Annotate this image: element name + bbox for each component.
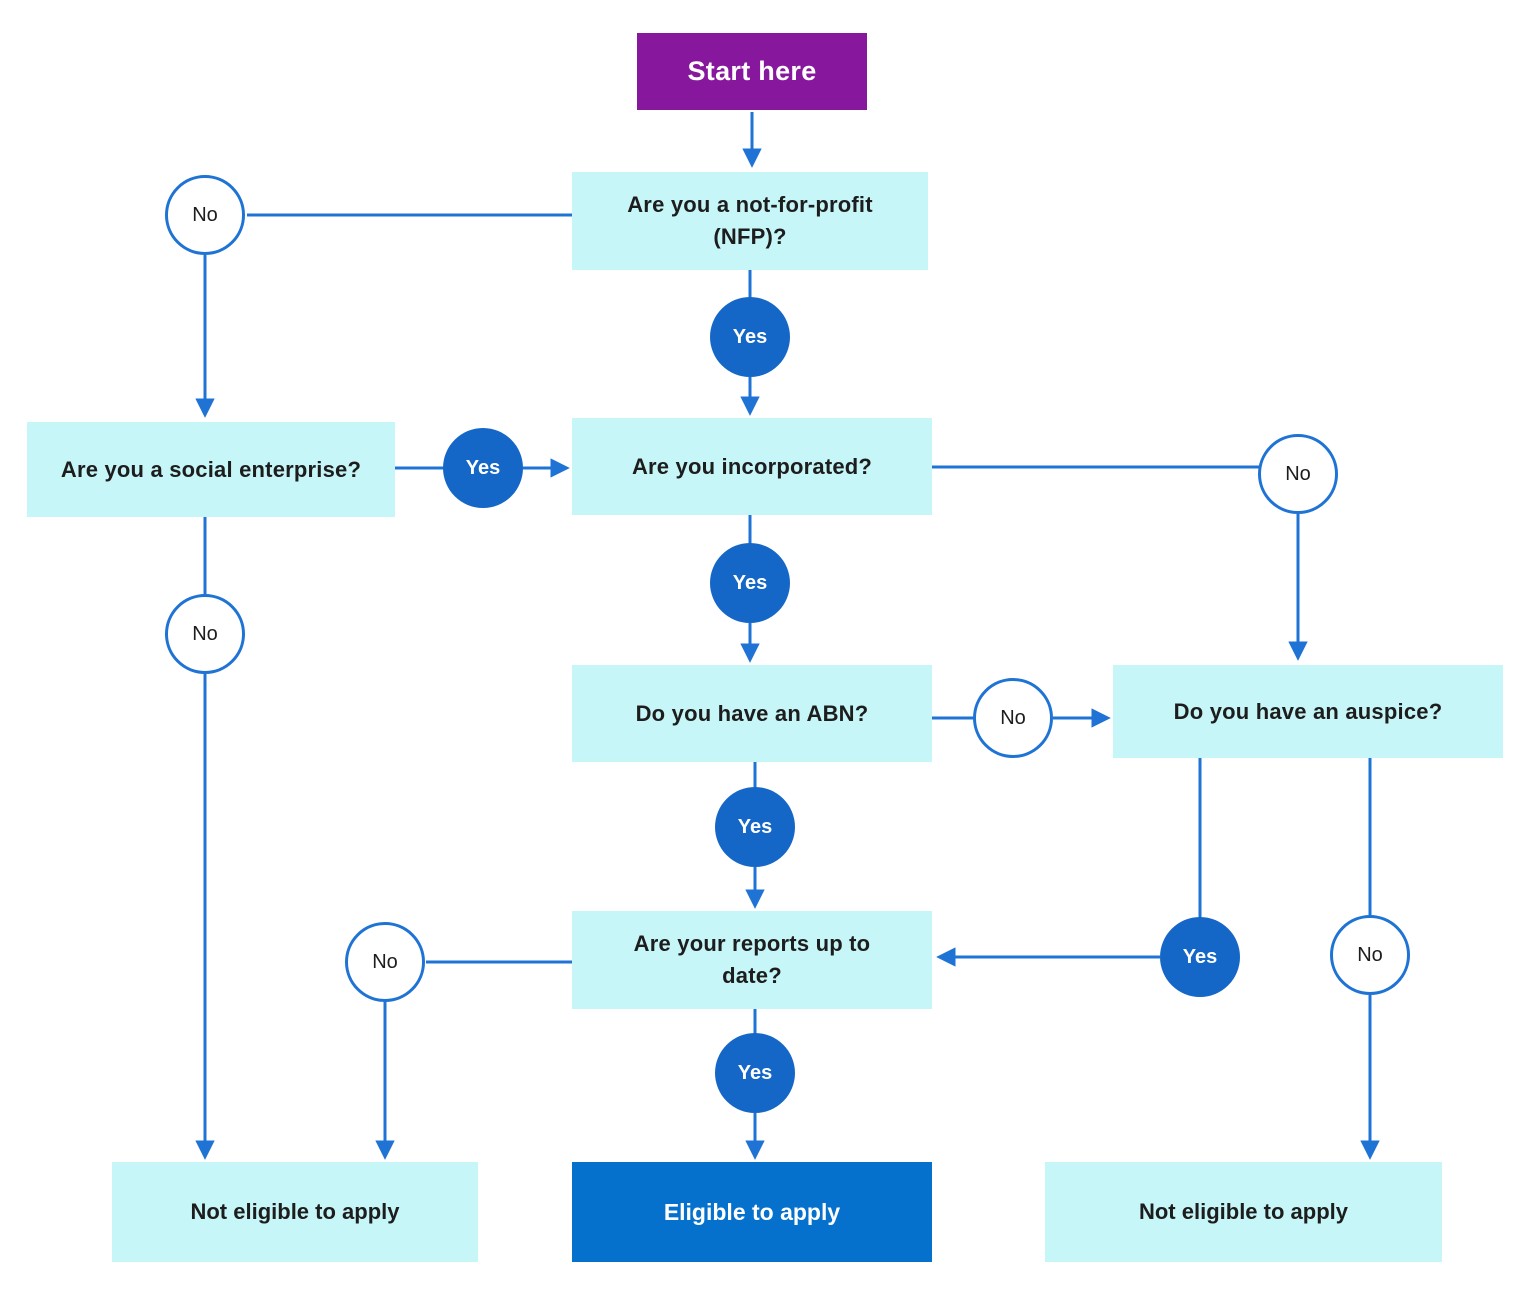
node-label: Are your reports up to date?: [633, 931, 871, 988]
decision-label: No: [1357, 943, 1383, 966]
decision-label: No: [1285, 462, 1311, 485]
node-not-eligible-right: Not eligible to apply: [1045, 1162, 1442, 1262]
node-label: Do you have an auspice?: [1173, 698, 1443, 724]
node-reports-question: Are your reports up to date?: [572, 911, 932, 1009]
node-not-eligible-left: Not eligible to apply: [112, 1162, 478, 1262]
decision-label: Yes: [465, 456, 501, 479]
node-start-here: Start here: [637, 33, 867, 110]
reports-yes-circle: Yes: [715, 1033, 795, 1113]
decision-label: Yes: [732, 571, 768, 594]
node-label: Not eligible to apply: [1138, 1199, 1348, 1224]
decision-label: No: [1000, 706, 1026, 729]
node-auspice-question: Do you have an auspice?: [1113, 665, 1503, 758]
incorporated-no-circle: No: [1258, 434, 1338, 514]
incorporated-yes-circle: Yes: [710, 543, 790, 623]
decision-label: No: [372, 950, 398, 973]
reports-no-circle: No: [345, 922, 425, 1002]
decision-label: Yes: [732, 325, 768, 348]
decision-label: Yes: [737, 815, 773, 838]
nfp-no-circle: No: [165, 175, 245, 255]
decision-label: No: [192, 622, 218, 645]
node-abn-question: Do you have an ABN?: [572, 665, 932, 762]
social-no-circle: No: [165, 594, 245, 674]
abn-no-circle: No: [973, 678, 1053, 758]
decision-label: Yes: [1182, 945, 1218, 968]
node-social-enterprise-question: Are you a social enterprise?: [27, 422, 395, 517]
decision-label: No: [192, 203, 218, 226]
auspice-no-circle: No: [1330, 915, 1410, 995]
node-label: Are you incorporated?: [631, 453, 873, 479]
node-label: Do you have an ABN?: [635, 700, 869, 726]
decision-label: Yes: [737, 1061, 773, 1084]
social-yes-circle: Yes: [443, 428, 523, 508]
abn-yes-circle: Yes: [715, 787, 795, 867]
node-incorporated-question: Are you incorporated?: [572, 418, 932, 515]
node-label: Eligible to apply: [663, 1198, 841, 1225]
node-label: Not eligible to apply: [190, 1199, 400, 1224]
node-label: Start here: [687, 56, 817, 86]
node-label: Are you a social enterprise?: [60, 456, 362, 482]
node-nfp-question: Are you a not-for-profit (NFP)?: [572, 172, 928, 270]
nfp-yes-circle: Yes: [710, 297, 790, 377]
auspice-yes-circle: Yes: [1160, 917, 1240, 997]
node-eligible: Eligible to apply: [572, 1162, 932, 1262]
node-label: Are you a not-for-profit (NFP)?: [627, 192, 873, 249]
